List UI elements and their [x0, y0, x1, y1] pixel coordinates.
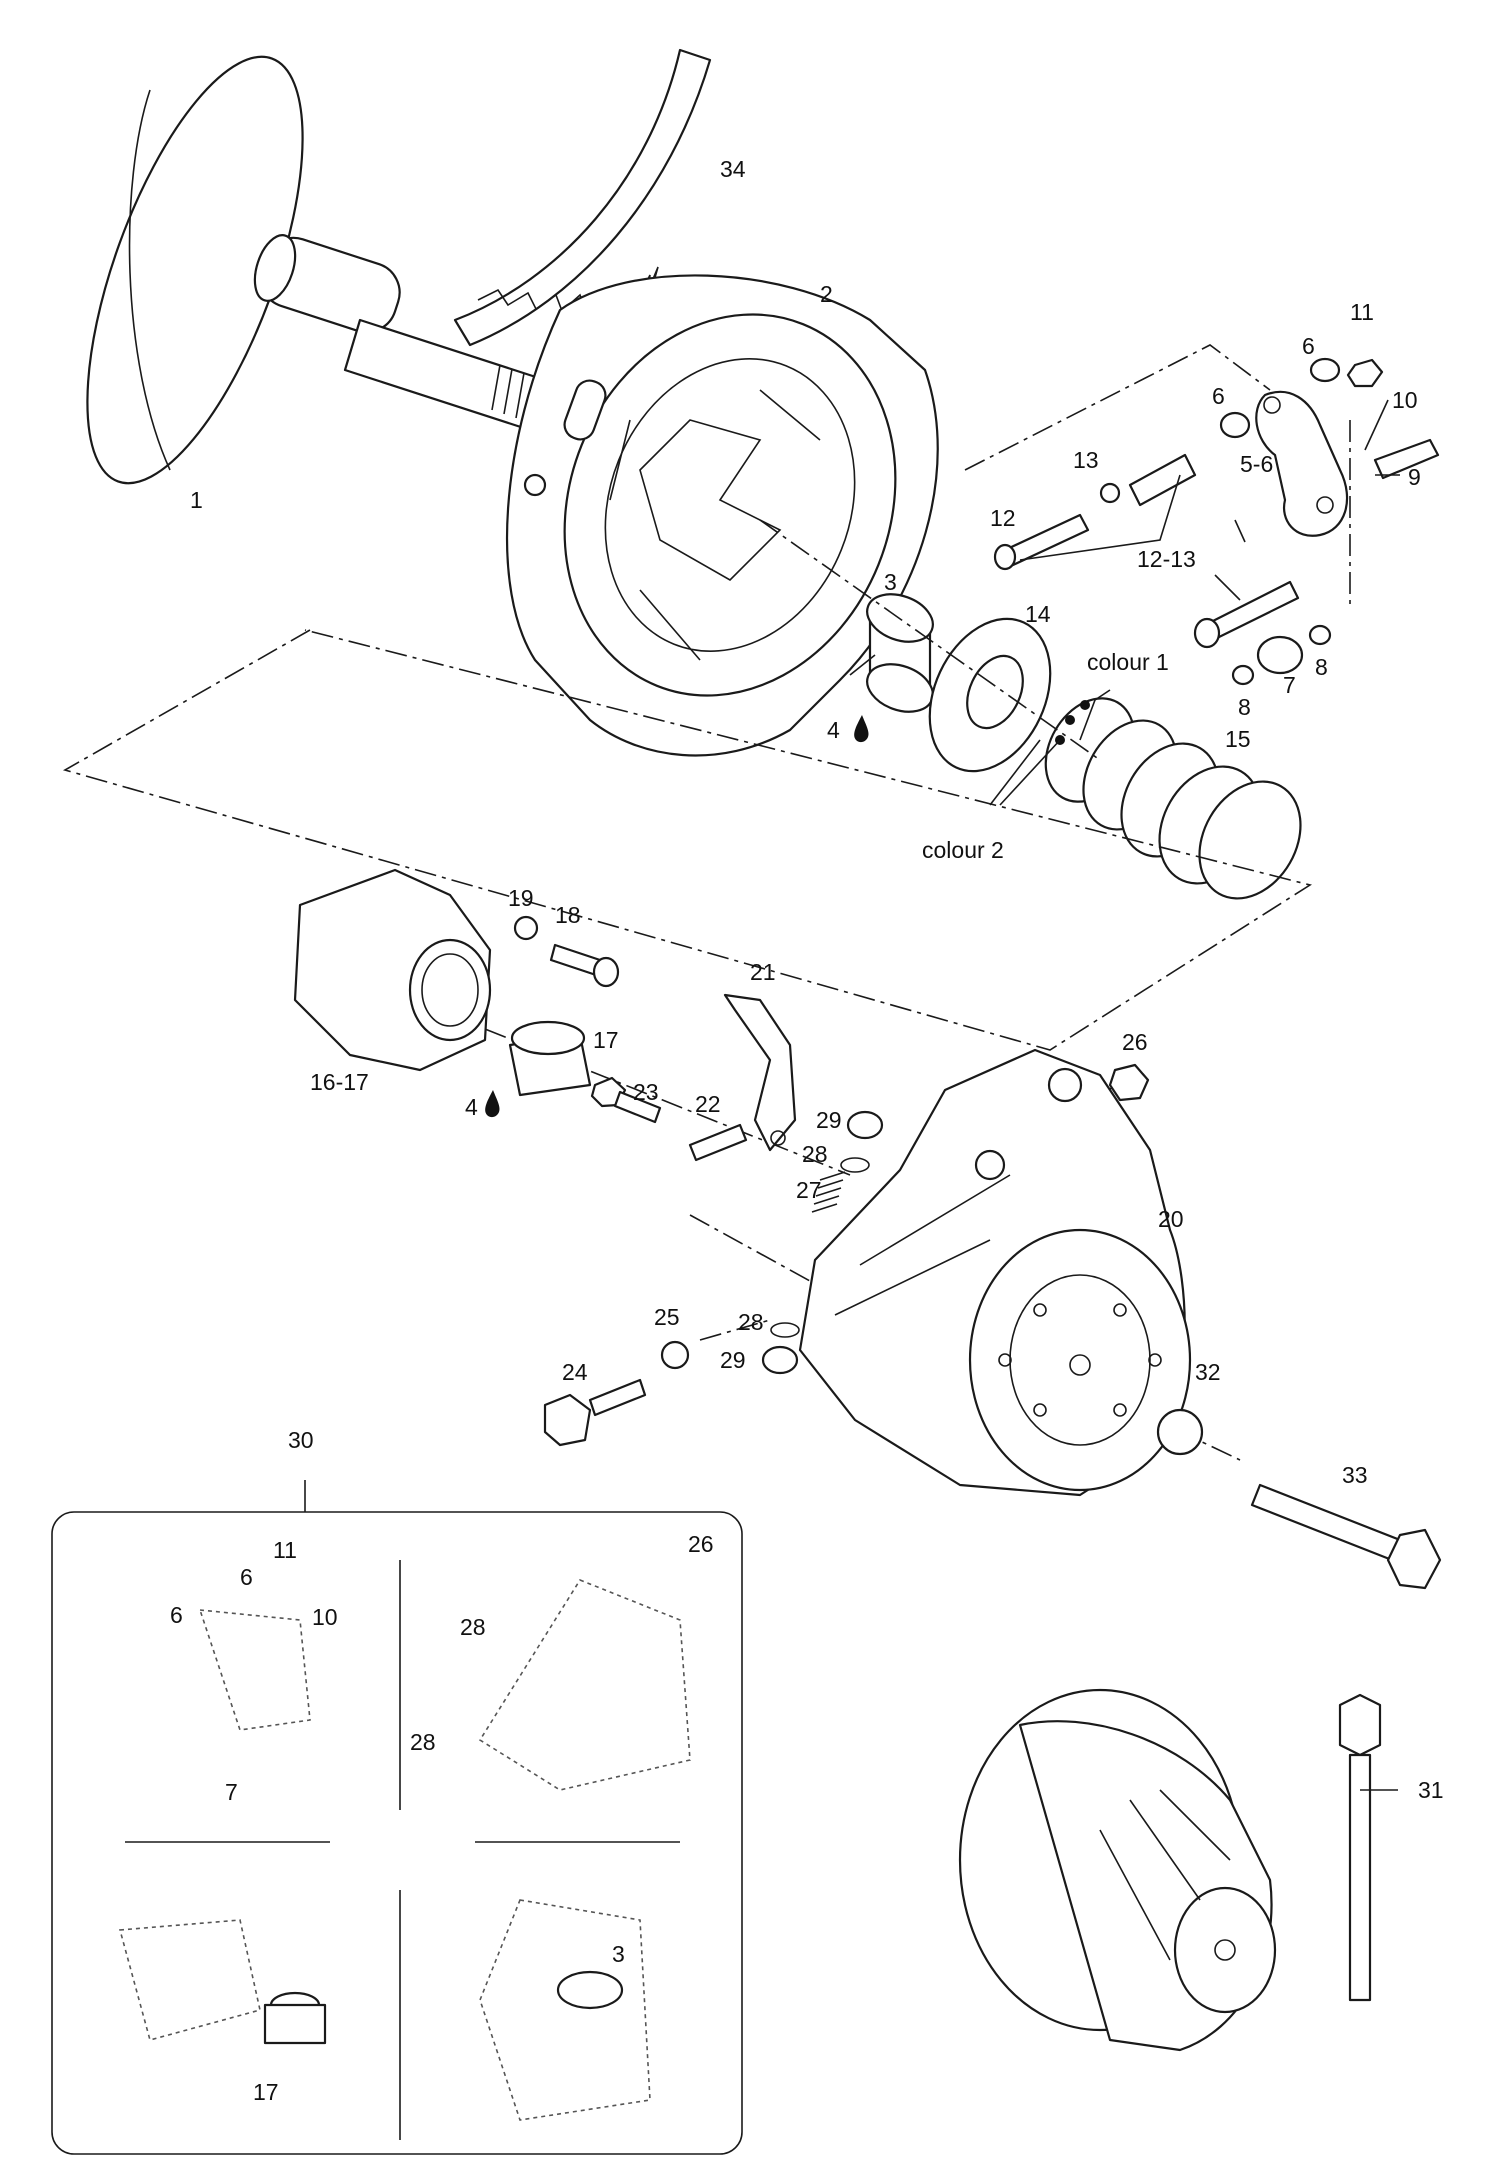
inset-label-10: 10 — [312, 1604, 338, 1630]
part-32-washer — [1156, 1408, 1204, 1456]
part-9-pin — [1373, 438, 1440, 480]
part-3-bushing — [866, 593, 934, 713]
label-21: 21 — [750, 959, 776, 985]
label-18: 18 — [555, 902, 581, 928]
part-6-bushing-a — [1309, 357, 1341, 383]
callout-labels: 1 2 3 4 5-6 6 6 7 8 8 9 10 11 12 12-13 1… — [190, 156, 1444, 1803]
part-27-spring — [811, 1171, 846, 1213]
label-30: 30 — [288, 1427, 314, 1453]
label-27: 27 — [796, 1177, 822, 1203]
label-32: 32 — [1195, 1359, 1221, 1385]
inset-label-26: 26 — [688, 1531, 714, 1557]
part-5-6-roller-lever — [1255, 390, 1349, 537]
label-25: 25 — [654, 1304, 680, 1330]
part-12-13-assembly — [1193, 580, 1300, 649]
part-22-pin — [688, 1123, 748, 1162]
part-28-rings — [770, 1157, 870, 1338]
part-18-bolt — [549, 943, 620, 988]
label-29b: 29 — [720, 1347, 746, 1373]
label-16-17: 16-17 — [310, 1069, 369, 1095]
part-6-bushing-b — [1219, 411, 1251, 439]
label-13: 13 — [1073, 447, 1099, 473]
part-12-bolt — [993, 513, 1090, 571]
label-28a: 28 — [802, 1141, 828, 1167]
label-20: 20 — [1158, 1206, 1184, 1232]
inset-label-3: 3 — [612, 1941, 625, 1967]
label-11: 11 — [1350, 299, 1374, 325]
part-1-fixed-sheave — [86, 55, 547, 485]
oil-drop-icon — [485, 1090, 500, 1118]
label-23: 23 — [633, 1079, 659, 1105]
label-28b: 28 — [738, 1309, 764, 1335]
label-6a: 6 — [1302, 333, 1315, 359]
inset-label-17: 17 — [253, 2079, 279, 2105]
part-7-roller — [1256, 635, 1304, 675]
inset-label-6b: 6 — [170, 1602, 183, 1628]
inset-label-6a: 6 — [240, 1564, 253, 1590]
label-33: 33 — [1342, 1462, 1368, 1488]
part-15-spring — [1044, 697, 1302, 900]
part-13-spacer — [1099, 453, 1197, 507]
part-33-bolt — [1250, 1483, 1442, 1590]
label-19: 19 — [508, 885, 534, 911]
part-2-movable-sheave — [505, 274, 939, 757]
label-colour-2: colour 2 — [922, 837, 1004, 863]
label-22: 22 — [695, 1091, 721, 1117]
leader-lines — [849, 474, 1400, 1791]
part-8-washers — [1231, 624, 1332, 686]
part-17-bushing — [508, 1020, 592, 1097]
label-26: 26 — [1122, 1029, 1148, 1055]
label-29a: 29 — [816, 1107, 842, 1133]
part-16-17-spider — [293, 868, 492, 1072]
label-24: 24 — [562, 1359, 588, 1385]
part-31-puller-tool — [1338, 1693, 1382, 2002]
part-14-thrust-washer — [928, 617, 1052, 773]
inset-30-box — [51, 1480, 743, 2155]
label-14: 14 — [1025, 601, 1051, 627]
part-10-cotter-pin — [1364, 399, 1389, 451]
label-colour-1: colour 1 — [1087, 649, 1169, 675]
label-4a: 4 — [827, 717, 840, 743]
part-21-flyweight — [723, 993, 797, 1152]
label-34: 34 — [720, 156, 746, 182]
label-17: 17 — [593, 1027, 619, 1053]
label-1: 1 — [190, 487, 203, 513]
label-8b: 8 — [1315, 654, 1328, 680]
label-8a: 8 — [1238, 694, 1251, 720]
part-29-caps — [761, 1110, 884, 1375]
inset-label-28a: 28 — [460, 1614, 486, 1640]
label-31: 31 — [1418, 1777, 1444, 1803]
label-12: 12 — [990, 505, 1016, 531]
label-3: 3 — [884, 569, 897, 595]
label-6b: 6 — [1212, 383, 1225, 409]
part-25-washer — [660, 1340, 690, 1370]
assembled-clutch-view — [958, 1688, 1277, 2052]
part-20-hub — [798, 1048, 1192, 1497]
inset-label-7: 7 — [225, 1779, 238, 1805]
part-26-nut — [1108, 1063, 1150, 1102]
label-4b: 4 — [465, 1094, 478, 1120]
inset-callout-labels: 11 6 6 10 7 26 28 28 3 17 — [170, 1531, 714, 2105]
part-11-nut — [1346, 358, 1384, 388]
label-2: 2 — [820, 281, 833, 307]
part-23-bolt — [590, 1076, 662, 1124]
label-15: 15 — [1225, 726, 1251, 752]
part-19-washer — [513, 915, 539, 941]
oil-drop-icon — [854, 715, 869, 743]
inset-label-28b: 28 — [410, 1729, 436, 1755]
label-10: 10 — [1392, 387, 1418, 413]
inset-label-11: 11 — [273, 1537, 297, 1563]
part-24-bolt — [543, 1378, 647, 1447]
label-9: 9 — [1408, 464, 1421, 490]
label-5-6: 5-6 — [1240, 451, 1273, 477]
label-12-13: 12-13 — [1137, 546, 1196, 572]
label-7: 7 — [1283, 672, 1296, 698]
